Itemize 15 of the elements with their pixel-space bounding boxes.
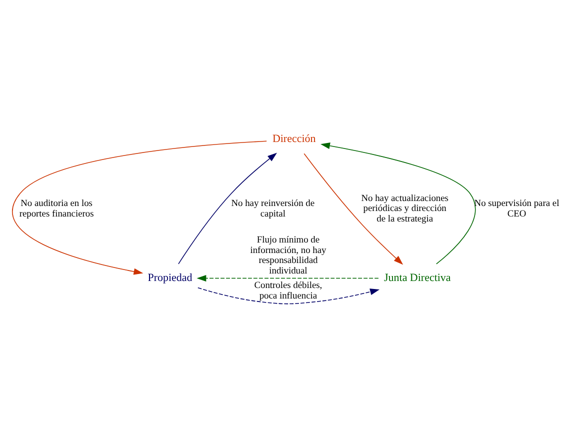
- edge-label: No auditoria en los reportes financieros: [19, 199, 94, 220]
- node-text: Propiedad: [148, 272, 192, 284]
- edge-label: No supervisión para el CEO: [474, 199, 560, 220]
- edge-label: Controles débiles, poca influencia: [254, 281, 322, 302]
- edge-label: Flujo mínimo de información, no hay responsabilidad individual: [250, 236, 326, 276]
- arrow: [320, 142, 476, 264]
- arrow: [304, 153, 404, 265]
- node-text: Junta Directiva: [384, 272, 451, 284]
- arrow: [12, 140, 267, 275]
- arrow: [178, 152, 277, 264]
- arrow: [196, 274, 379, 282]
- edge-label: No hay reinversión de capital: [231, 199, 315, 220]
- node-text: Dirección: [272, 133, 316, 146]
- arrow: [198, 287, 380, 304]
- edge-label: No hay actualizaciones periódicas y dirección de la estrategia: [361, 194, 448, 224]
